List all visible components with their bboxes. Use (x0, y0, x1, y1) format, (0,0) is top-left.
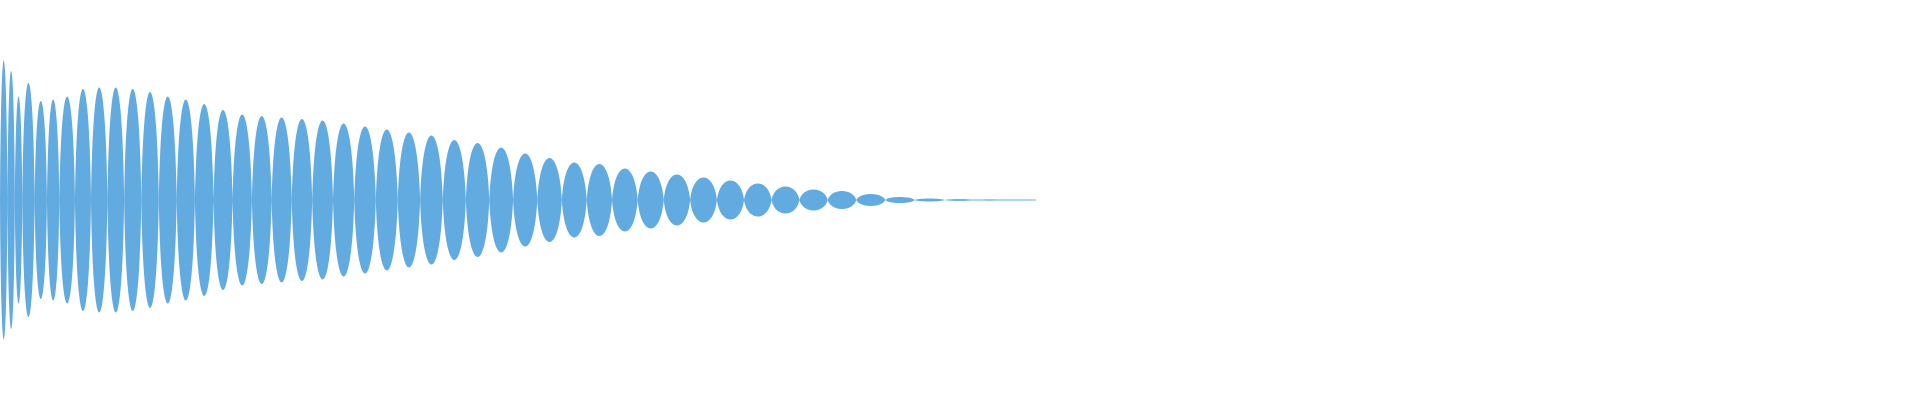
waveform-lobe (827, 191, 857, 209)
waveform-lobe (465, 143, 490, 257)
waveform-lobe (586, 164, 613, 236)
waveform-lobe (0, 60, 8, 340)
waveform-lobe (34, 101, 47, 299)
waveform-lobe (744, 183, 772, 217)
waveform-lobe (176, 99, 195, 301)
waveform-lobe (420, 135, 443, 265)
waveform-lobe (771, 186, 800, 214)
waveform-lobe (232, 114, 252, 286)
waveform-lobe (333, 123, 355, 277)
waveform-lobe (513, 153, 538, 247)
waveform-lobe (663, 174, 691, 226)
waveform-lobe (690, 177, 717, 223)
waveform-lobe (22, 83, 35, 317)
waveform-lobe (14, 96, 23, 304)
waveform-lobe (914, 198, 945, 202)
waveform-lobe (561, 162, 587, 238)
waveform-lobe (799, 189, 828, 211)
waveform-lobe (251, 116, 272, 284)
waveform-lobe (271, 117, 292, 283)
waveform-lobe (141, 92, 159, 308)
waveform-lobe (59, 96, 75, 304)
waveform-lobe (7, 71, 15, 329)
waveform-lobe (74, 89, 91, 311)
waveform-lobe (107, 87, 125, 313)
waveform-lobe (158, 96, 177, 304)
waveform-lobe (213, 110, 233, 290)
waveform-lobe (397, 132, 421, 268)
waveform-lobe (537, 158, 562, 242)
waveform-lobe (637, 171, 664, 229)
waveform-lobe (885, 197, 915, 203)
waveform-lobe (489, 147, 514, 253)
waveform-lobe (375, 129, 398, 271)
waveform-lobe (291, 119, 313, 281)
waveform-lobe (354, 126, 376, 274)
waveform-lobe (612, 168, 638, 232)
waveform-lobe (194, 104, 214, 296)
waveform-lobe (90, 87, 108, 313)
waveform-lobe (716, 180, 745, 220)
waveform-lobe (312, 120, 334, 280)
waveform-lobe (46, 99, 60, 301)
waveform-lobe (856, 194, 886, 206)
waveform-lobe (124, 89, 142, 311)
waveform-lobe (442, 140, 466, 260)
